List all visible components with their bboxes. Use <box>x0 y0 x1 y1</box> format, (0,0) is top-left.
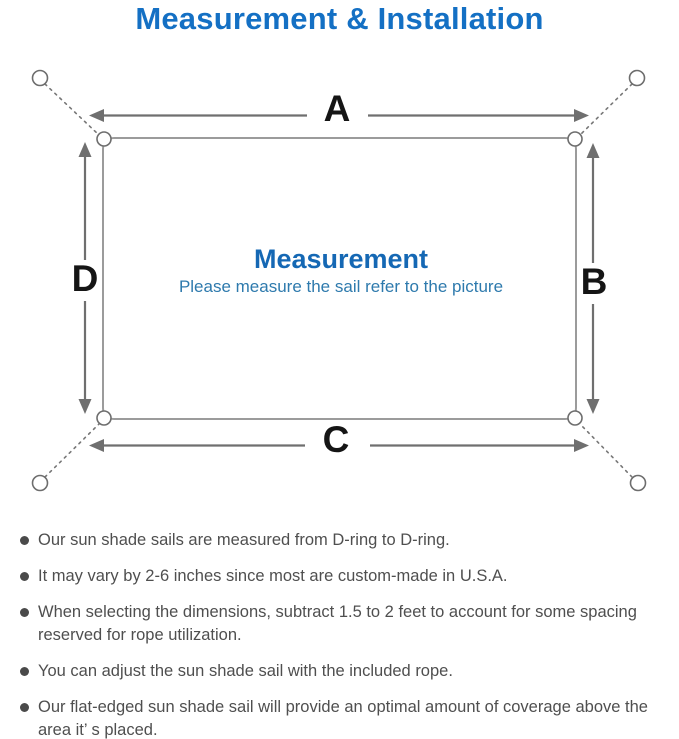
bullet-dot-icon <box>20 667 29 676</box>
note-item: It may vary by 2-6 inches since most are… <box>20 565 676 588</box>
note-text: When selecting the dimensions, subtract … <box>38 603 637 644</box>
note-text: It may vary by 2-6 inches since most are… <box>38 567 508 585</box>
dim-label-d: D <box>72 258 99 299</box>
notes-list: Our sun shade sails are measured from D-… <box>20 529 676 739</box>
d-ring-bottom-left <box>96 410 112 426</box>
anchor-ring-top-left <box>31 69 49 87</box>
anchor-ring-top-right <box>628 69 646 87</box>
anchor-ring-bottom-right <box>629 474 647 492</box>
bullet-dot-icon <box>20 703 29 712</box>
d-ring-top-left <box>96 131 112 147</box>
page-title: Measurement & Installation <box>135 1 544 36</box>
dim-label-c: C <box>323 419 350 460</box>
d-ring-top-right <box>567 131 583 147</box>
dim-a-arrowhead-right <box>574 109 589 122</box>
diagram-center-title: Measurement <box>254 244 428 274</box>
tie-line-top-left <box>44 83 100 136</box>
tie-line-bottom-left <box>44 423 100 478</box>
d-ring-bottom-right <box>567 410 583 426</box>
sail-measurement-diagram: A C D B Measurement Please measure the s… <box>31 69 647 492</box>
dim-b-arrowhead-up <box>586 143 600 158</box>
note-item: You can adjust the sun shade sail with t… <box>20 660 676 683</box>
dim-c-arrowhead-left <box>89 439 104 452</box>
dim-c-arrowhead-right <box>574 439 589 452</box>
bullet-dot-icon <box>20 572 29 581</box>
anchor-ring-bottom-left <box>31 474 49 492</box>
note-item: When selecting the dimensions, subtract … <box>20 601 676 647</box>
dim-a-arrowhead-left <box>89 109 104 122</box>
note-item: Our flat-edged sun shade sail will provi… <box>20 696 676 739</box>
diagram-center-subtitle: Please measure the sail refer to the pic… <box>179 277 503 296</box>
note-item: Our sun shade sails are measured from D-… <box>20 529 676 552</box>
note-text: Our sun shade sails are measured from D-… <box>38 531 450 549</box>
tie-line-bottom-right <box>579 423 633 478</box>
tie-line-top-right <box>579 83 633 136</box>
sail-outline <box>102 137 577 420</box>
note-text: Our flat-edged sun shade sail will provi… <box>38 698 648 739</box>
note-text: You can adjust the sun shade sail with t… <box>38 662 453 680</box>
dim-label-a: A <box>324 88 351 129</box>
dim-d-arrowhead-down <box>78 399 92 414</box>
bullet-dot-icon <box>20 608 29 617</box>
dim-d-arrowhead-up <box>78 142 92 157</box>
dim-label-b: B <box>581 261 608 302</box>
dim-b-arrowhead-down <box>586 399 600 414</box>
bullet-dot-icon <box>20 536 29 545</box>
